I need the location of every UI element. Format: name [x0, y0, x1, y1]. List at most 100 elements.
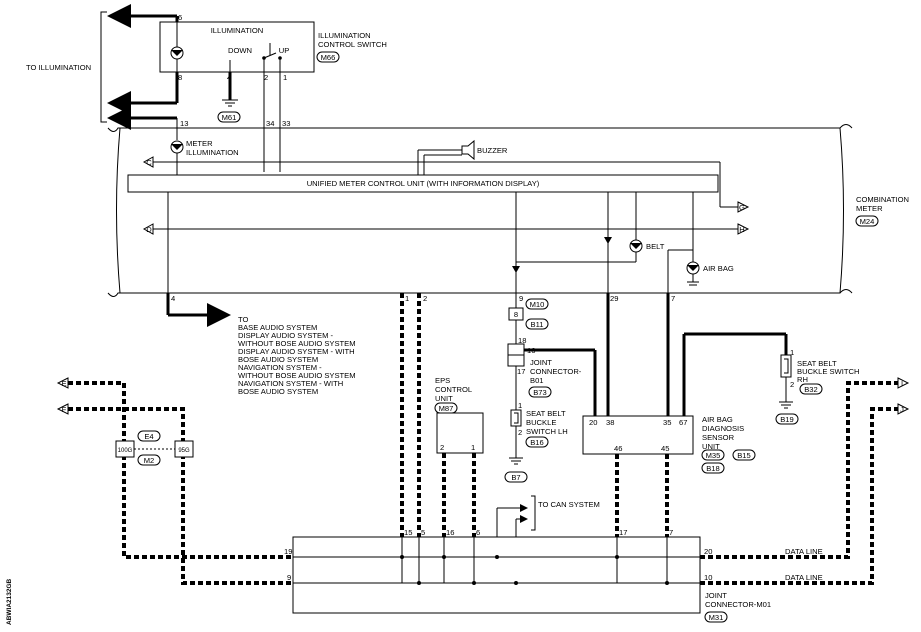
meter-pin-1: 1	[405, 294, 409, 303]
svg-text:I: I	[901, 379, 903, 388]
joint-b01-label-2: CONNECTOR-	[530, 367, 582, 376]
meter-pin-4: 4	[171, 294, 175, 303]
down-label: DOWN	[228, 46, 252, 55]
meter-pin-13: 13	[180, 119, 188, 128]
eps-label-3: UNIT	[435, 394, 453, 403]
flag-f: F	[56, 403, 69, 415]
m61-connector-tag	[217, 111, 241, 123]
illumination-switch-name-2: CONTROL SWITCH	[318, 40, 387, 49]
abs-pin-46: 46	[614, 444, 622, 453]
m87-connector-tag	[434, 402, 458, 414]
combination-meter-label-2: METER	[856, 204, 883, 213]
combination-meter	[107, 124, 853, 297]
svg-text:WITHOUT BOSE AUDIO SYSTEM: WITHOUT BOSE AUDIO SYSTEM	[238, 339, 356, 348]
joint-m01-label-1: JOINT	[705, 591, 727, 600]
m01-pin-10: 10	[704, 573, 712, 582]
eps-label-2: CONTROL	[435, 385, 472, 394]
svg-text:J: J	[900, 405, 904, 414]
seat-belt-rh-switch-icon	[780, 354, 792, 378]
meter-pin-2: 2	[423, 294, 427, 303]
eps-label-1: EPS	[435, 376, 450, 385]
seat-belt-lh-switch-icon	[510, 409, 522, 427]
svg-text:F: F	[62, 405, 67, 414]
abs-pin-67: 67	[679, 418, 687, 427]
m35-connector-label: M35	[706, 451, 721, 460]
b7-connector-tag	[504, 471, 528, 483]
meter-pin-9: 9	[519, 294, 523, 303]
m01-pin-19: 19	[284, 547, 292, 556]
m01-pin-17: 17	[619, 528, 627, 537]
splice-100g-label: 100G	[118, 448, 133, 454]
seat-belt-lh-label-3: SWITCH LH	[526, 427, 568, 436]
to-can-system-label: TO CAN SYSTEM	[538, 500, 600, 509]
joint-m01-label-2: CONNECTOR-M01	[705, 600, 771, 609]
eps-pin-2: 2	[440, 443, 444, 452]
unified-meter-unit-label: UNIFIED METER CONTROL UNIT (WITH INFORMA…	[307, 179, 540, 188]
b32-connector-label: B32	[804, 385, 818, 394]
b73-connector-tag	[528, 386, 552, 398]
up-label: UP	[279, 46, 290, 55]
combination-meter-label-1: COMBINATION	[856, 195, 909, 204]
buzzer-label: BUZZER	[477, 146, 508, 155]
meter-pin-33: 33	[282, 119, 290, 128]
m31-connector-tag	[704, 611, 728, 623]
seat-belt-rh-label-2: BUCKLE SWITCH	[797, 367, 859, 376]
e4-connector-tag	[137, 430, 161, 442]
meter-illumination-label-1: METER	[186, 139, 213, 148]
air-bag-label: AIR BAG	[703, 264, 734, 273]
b18-connector-label: B18	[706, 464, 720, 473]
pin-6: 6	[178, 13, 182, 22]
m10-connector-tag	[525, 298, 549, 310]
svg-text:E: E	[61, 379, 66, 388]
buzzer-icon	[461, 139, 475, 161]
illumination-control-switch: ILLUMINATION DOWN UP	[159, 21, 315, 73]
lh-pin-1: 1	[518, 401, 522, 410]
rh-pin-1: 1	[790, 348, 794, 357]
joint-b01-label-3: B01	[530, 376, 544, 385]
b11-connector-tag	[525, 318, 549, 330]
splice-95g-label: 95G	[178, 448, 190, 454]
eps-pin-1: 1	[471, 443, 475, 452]
flag-j: J	[897, 403, 910, 415]
illumination-switch-header: ILLUMINATION	[211, 26, 264, 35]
flag-h: H	[737, 223, 750, 235]
m31-connector-label: M31	[709, 613, 724, 622]
seat-belt-rh-label-1: SEAT BELT	[797, 359, 837, 368]
air-bag-unit-label-1: AIR BAG	[702, 415, 733, 424]
b16-connector-tag	[525, 436, 549, 448]
m01-pin-15: 15	[404, 528, 412, 537]
m66-connector-label: M66	[321, 53, 336, 62]
meter-illumination-label-2: ILLUMINATION	[186, 148, 239, 157]
pin-8: 8	[178, 73, 182, 82]
flag-d: D	[142, 223, 154, 235]
pin-2: 2	[264, 73, 268, 82]
meter-pin-29: 29	[610, 294, 618, 303]
seat-belt-lh-label-1: SEAT BELT	[526, 409, 566, 418]
m01-pin-7: 7	[669, 528, 673, 537]
abs-pin-20: 20	[589, 418, 597, 427]
lh-pin-2: 2	[518, 428, 522, 437]
svg-text:DISPLAY AUDIO SYSTEM - WITH: DISPLAY AUDIO SYSTEM - WITH	[238, 347, 355, 356]
b15-connector-tag	[732, 449, 756, 461]
b73-connector-label: B73	[533, 388, 547, 397]
m24-connector-tag	[855, 215, 879, 227]
svg-text:DISPLAY AUDIO SYSTEM -: DISPLAY AUDIO SYSTEM -	[238, 331, 334, 340]
m2-connector-tag	[137, 454, 161, 466]
svg-text:WITHOUT BOSE AUDIO SYSTEM: WITHOUT BOSE AUDIO SYSTEM	[238, 371, 356, 380]
abs-pin-35: 35	[663, 418, 671, 427]
svg-text:C: C	[146, 158, 152, 167]
svg-text:D: D	[146, 225, 152, 234]
flag-g: G	[737, 201, 750, 213]
air-bag-diagnosis-unit-box	[582, 415, 694, 455]
seat-belt-rh-label-3: RH	[797, 375, 808, 384]
illumination-switch-name-1: ILLUMINATION	[318, 31, 371, 40]
to-illumination-label: TO ILLUMINATION	[26, 63, 91, 72]
svg-text:TO: TO	[238, 315, 249, 324]
m01-pin-20: 20	[704, 547, 712, 556]
m61-connector-label: M61	[222, 113, 237, 122]
meter-pin-7: 7	[671, 294, 675, 303]
flag-c: C	[142, 156, 154, 168]
m01-pin-6: 6	[476, 528, 480, 537]
svg-text:NAVIGATION SYSTEM -: NAVIGATION SYSTEM -	[238, 363, 322, 372]
